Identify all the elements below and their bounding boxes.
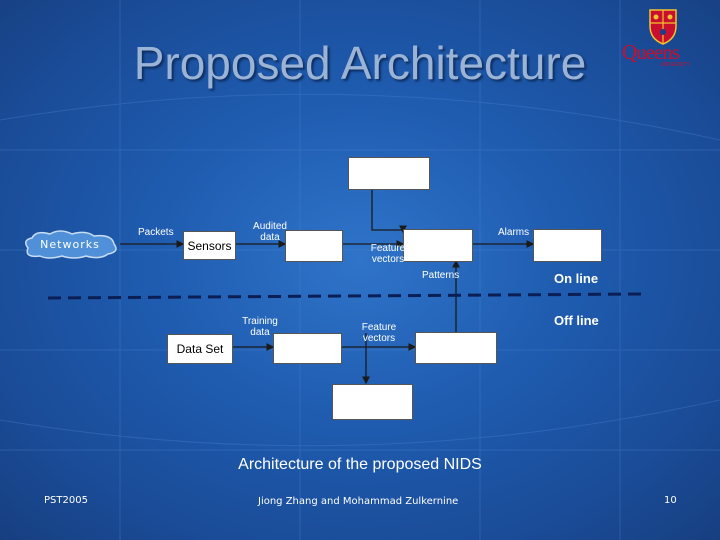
slide-title: Proposed Architecture [133,37,587,89]
data-set-label: Data Set [176,342,224,356]
feature-vectors-offline-label: Feature vectors [361,322,397,344]
data-set-box: Data Set [167,334,233,364]
alarms-label: Alarms [498,227,530,238]
logo-subtext: UNIVERSITY [660,62,691,68]
capture-box [285,230,343,262]
networks-label: Networks [40,238,100,251]
offline-zone-label: Off line [554,313,599,328]
audited-data-label: Audited data [253,221,287,243]
online-offline-divider [47,292,646,300]
sensors-label: Sensors [187,238,232,253]
bottom-box [332,384,413,420]
diagram-caption: Architecture of the proposed NIDS [238,456,482,473]
footer-center: Jiong Zhang and Mohammad Zulkernine [258,496,459,507]
logo-wordmark: Queens [622,40,680,64]
online-zone-label: On line [554,271,599,286]
feature-vectors-online-label: Feature vectors [370,243,406,265]
networks-cloud: Networks [20,230,120,260]
patterns-label: Patterns [422,270,460,281]
edge-top-box [371,189,407,234]
pattern-builder-box [415,332,497,364]
footer-page-number: 10 [664,495,677,506]
university-logo: Queens UNIVERSITY [620,6,706,78]
top-box [348,157,430,190]
detection-box [403,229,473,262]
cloud-icon [25,230,117,259]
alarm-box [533,229,602,262]
training-data-label: Training data [242,316,278,338]
footer-left: PST2005 [44,495,88,506]
crest-icon [649,9,677,45]
training-box [273,333,342,364]
packets-label: Packets [138,227,174,238]
sensors-box: Sensors [183,231,236,260]
